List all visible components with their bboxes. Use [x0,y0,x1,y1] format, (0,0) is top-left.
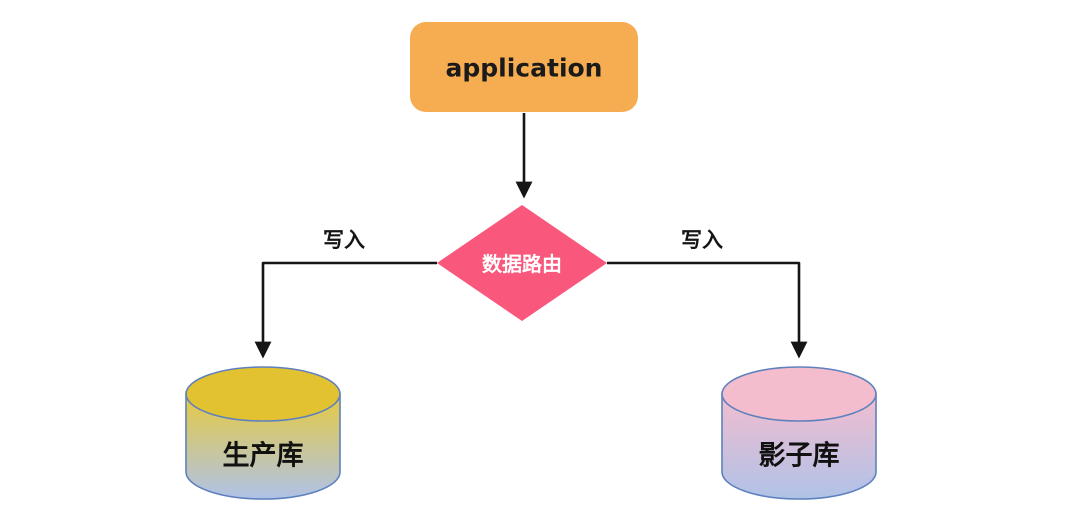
arrow-router-to-production [254,261,437,359]
production-db-top [185,366,341,422]
router-node: 数据路由 [437,205,607,321]
router-diamond [437,205,607,321]
shadow-db-top [721,366,877,422]
shadow-db-body [721,393,877,500]
production-db-body [185,393,341,500]
shadow-db-node: 影子库 [721,366,877,500]
write-left-label: 写入 [323,228,365,252]
production-db-label: 生产库 [223,441,304,472]
edge-write-left: 写入 [254,228,437,359]
router-label: 数据路由 [482,252,562,276]
application-node: application [410,22,638,112]
edge-write-right: 写入 [607,228,808,359]
arrow-router-to-shadow [607,261,808,359]
write-right-label: 写入 [681,228,723,252]
application-label: application [446,54,603,83]
application-box [410,22,638,112]
production-db-node: 生产库 [185,366,341,500]
shadow-db-label: 影子库 [759,441,840,472]
